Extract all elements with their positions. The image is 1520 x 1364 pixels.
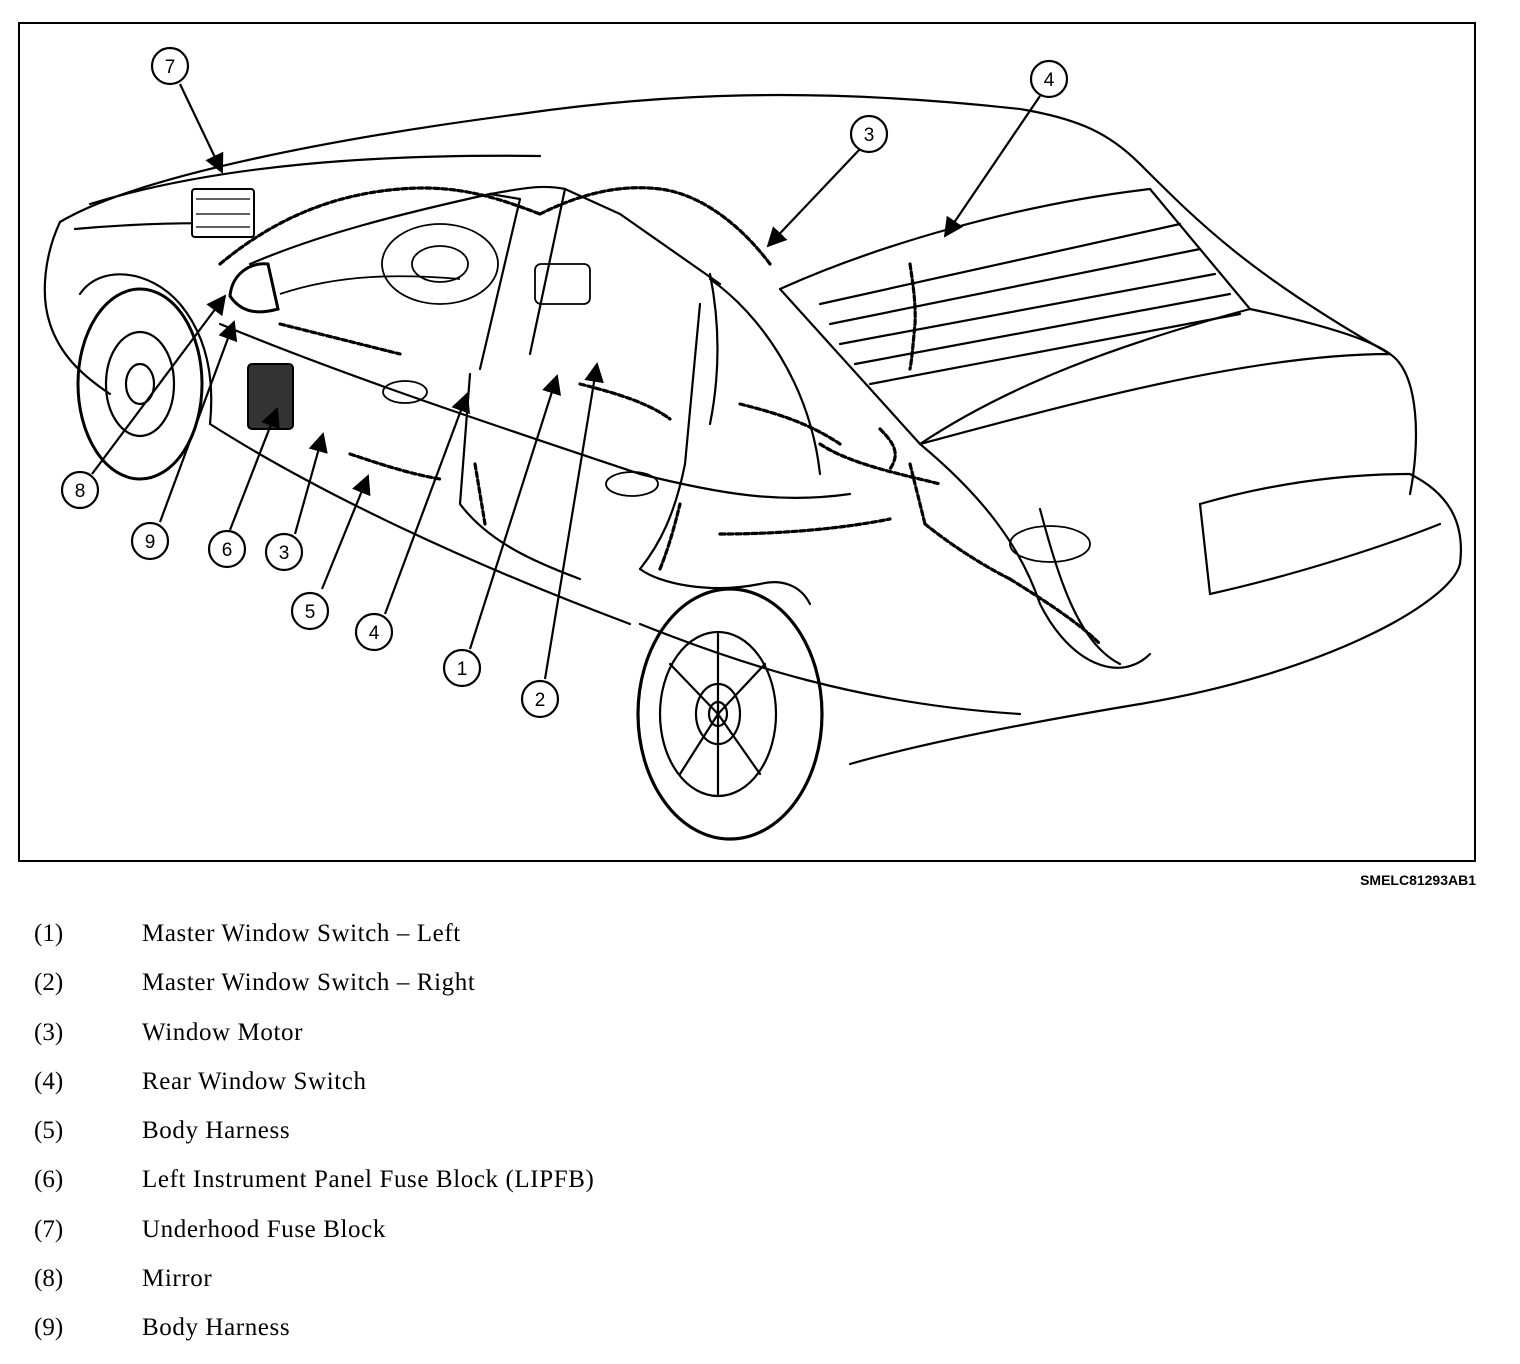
svg-text:3: 3: [279, 543, 290, 564]
leader-lines: [91, 83, 1041, 680]
svg-text:2: 2: [535, 690, 546, 711]
callout-2: 2: [520, 679, 560, 719]
lipfb-shape: [247, 363, 294, 430]
legend-item: (3) Window Motor: [34, 1019, 934, 1068]
legend-item: (8) Mirror: [34, 1265, 934, 1314]
legend-number: (8): [34, 1265, 64, 1293]
svg-text:7: 7: [165, 57, 176, 78]
legend-item: (2) Master Window Switch – Right: [34, 969, 934, 1018]
legend-item: (6) Left Instrument Panel Fuse Block (LI…: [34, 1166, 934, 1215]
legend-label: Window Motor: [142, 1018, 304, 1046]
legend-number: (9): [34, 1314, 64, 1342]
mirror-shape: [228, 262, 280, 314]
svg-text:9: 9: [145, 532, 156, 553]
figure-id: SMELC81293AB1: [1360, 872, 1476, 888]
car-wiring-illustration: 7 4 3 8 9 6 3 5: [43, 46, 1462, 841]
legend-label: Left Instrument Panel Fuse Block (LIPFB): [142, 1166, 595, 1194]
legend: (1) Master Window Switch – Left (2) Mast…: [34, 920, 934, 1364]
callout-3-front: 3: [264, 532, 304, 572]
legend-item: (4) Rear Window Switch: [34, 1068, 934, 1117]
svg-text:8: 8: [75, 481, 86, 502]
callout-4-door: 4: [354, 612, 394, 652]
svg-text:1: 1: [457, 659, 468, 680]
legend-label: Master Window Switch – Right: [142, 969, 476, 997]
legend-number: (5): [34, 1117, 64, 1145]
callout-3: 3: [849, 114, 889, 154]
svg-text:4: 4: [1044, 70, 1055, 91]
callout-9: 9: [130, 521, 170, 561]
svg-text:6: 6: [222, 540, 233, 561]
legend-number: (3): [34, 1018, 64, 1046]
legend-number: (4): [34, 1067, 64, 1095]
diagram-frame: 7 4 3 8 9 6 3 5: [18, 22, 1476, 862]
legend-number: (7): [34, 1215, 64, 1243]
legend-label: Underhood Fuse Block: [142, 1215, 386, 1243]
legend-label: Rear Window Switch: [142, 1067, 367, 1095]
legend-item: (7) Underhood Fuse Block: [34, 1216, 934, 1265]
callout-5: 5: [290, 591, 330, 631]
legend-label: Mirror: [142, 1265, 213, 1293]
legend-item: (9) Body Harness: [34, 1314, 934, 1363]
car-body: [43, 93, 1462, 841]
svg-text:4: 4: [369, 623, 380, 644]
callout-6: 6: [207, 529, 247, 569]
underhood-fuse-block-shape: [191, 188, 255, 238]
legend-number: (1): [34, 920, 64, 947]
callout-8: 8: [60, 470, 100, 510]
dashboard: [279, 223, 1091, 563]
svg-text:5: 5: [305, 602, 316, 623]
legend-number: (2): [34, 969, 64, 997]
legend-number: (6): [34, 1166, 64, 1194]
wiring-harness: [218, 186, 1102, 646]
callout-7: 7: [150, 46, 190, 86]
legend-item: (1) Master Window Switch – Left: [34, 920, 934, 969]
legend-item: (5) Body Harness: [34, 1117, 934, 1166]
callout-4: 4: [1029, 59, 1069, 99]
legend-label: Body Harness: [142, 1117, 291, 1145]
callout-1: 1: [442, 648, 482, 688]
svg-text:3: 3: [864, 125, 875, 146]
legend-label: Master Window Switch – Left: [142, 920, 461, 947]
legend-label: Body Harness: [142, 1314, 291, 1342]
